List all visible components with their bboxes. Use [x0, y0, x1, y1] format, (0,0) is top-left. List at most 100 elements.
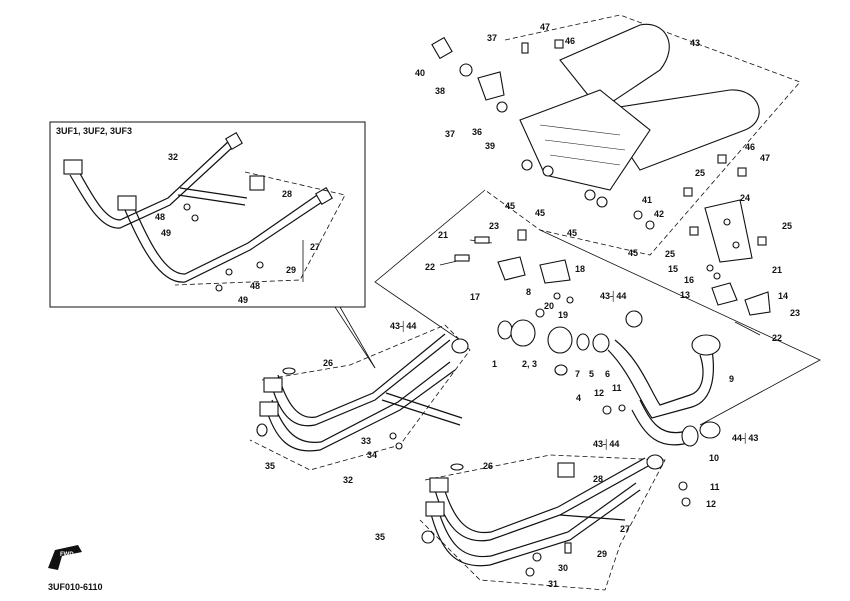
flange-lower-b: [425, 501, 445, 517]
callout-17: 17: [470, 292, 480, 302]
callout-14: 14: [778, 291, 788, 301]
bolt-29: [564, 542, 572, 554]
muffler-body: [519, 89, 651, 191]
bracket-14: [744, 291, 771, 316]
flange-lower-a: [429, 477, 449, 493]
callout-29: 29: [286, 265, 296, 275]
callout-49: 49: [161, 228, 171, 238]
callout-21: 21: [438, 230, 448, 240]
callout-22: 22: [772, 333, 782, 343]
callout-20: 20: [544, 301, 554, 311]
callout-11: 11: [612, 383, 622, 393]
callout-37: 37: [487, 33, 497, 43]
seal-6: [592, 333, 610, 353]
callout-29: 29: [597, 549, 607, 559]
callout-47: 47: [540, 22, 550, 32]
fwd-label: FWD: [60, 552, 74, 558]
callout-44-43: 44┤43: [732, 432, 758, 444]
bolt-23: [517, 229, 527, 241]
callout-46: 46: [745, 142, 755, 152]
connector-pipe: [602, 334, 721, 507]
gasket-1: [497, 320, 513, 340]
callout-9: 9: [729, 374, 734, 384]
flange-left-a: [263, 377, 283, 393]
pipe-end-10: [681, 425, 699, 447]
gasket-35: [256, 423, 268, 437]
drawing-code: 3UF010-6110: [48, 582, 103, 592]
clamp-7: [547, 326, 573, 354]
nut-38: [459, 63, 473, 77]
callout-4: 4: [576, 393, 581, 403]
bolt-40: [431, 36, 453, 60]
inset-flange-b: [117, 195, 137, 211]
callout-35: 35: [375, 532, 385, 542]
callout-41: 41: [642, 195, 652, 205]
callout-38: 38: [435, 86, 445, 96]
joint-parts: [439, 229, 643, 376]
gasket-44-left: [451, 338, 469, 354]
callout-19: 19: [558, 310, 568, 320]
bracket-13: [711, 282, 738, 306]
callout-12: 12: [706, 499, 716, 509]
muffler-assembly: [431, 14, 801, 256]
washer-46: [554, 39, 564, 49]
callout-31: 31: [548, 579, 558, 589]
callout-43-44: 43┤44: [390, 320, 416, 332]
callout-25: 25: [782, 221, 792, 231]
callout-28: 28: [593, 474, 603, 484]
gasket-44-right: [699, 421, 721, 439]
callout-35: 35: [265, 461, 275, 471]
fwd-arrow-icon: FWD: [48, 545, 82, 570]
callout-32: 32: [343, 475, 353, 485]
left-exhaust-assembly: [249, 324, 471, 471]
bracket-36: [477, 71, 505, 101]
callout-37: 37: [445, 129, 455, 139]
callout-36: 36: [472, 127, 482, 137]
callout-39: 39: [485, 141, 495, 151]
callout-43-44: 43┤44: [593, 438, 619, 450]
callout-12: 12: [594, 388, 604, 398]
callout-15: 15: [668, 264, 678, 274]
lower-exhaust-assembly: [419, 454, 666, 591]
pipe-end-9: [691, 334, 721, 356]
callout-46: 46: [565, 36, 575, 46]
bolt-47: [521, 42, 529, 54]
bracket-17: [497, 256, 526, 281]
callout-25: 25: [695, 168, 705, 178]
callout-48: 48: [155, 212, 165, 222]
gasket-44: [625, 310, 643, 328]
callout-25: 25: [665, 249, 675, 259]
callout-28: 28: [282, 189, 292, 199]
nut-4: [554, 364, 568, 376]
callout-26: 26: [323, 358, 333, 368]
callout-13: 13: [680, 290, 690, 300]
callout-27: 27: [620, 524, 630, 534]
gasket-35: [421, 530, 435, 544]
callout-1: 1: [492, 359, 497, 369]
joint-2-3: [510, 319, 536, 347]
callout-45: 45: [628, 248, 638, 258]
callout-23: 23: [489, 221, 499, 231]
callout-34: 34: [367, 450, 377, 460]
callout-24: 24: [740, 193, 750, 203]
callout-6: 6: [605, 369, 610, 379]
gasket-28: [557, 462, 575, 478]
callout-10: 10: [709, 453, 719, 463]
washer-39: [496, 101, 508, 113]
gasket-26: [282, 367, 296, 375]
callout-16: 16: [684, 275, 694, 285]
callout-33: 33: [361, 436, 371, 446]
inset-panel: 3UF1, 3UF2, 3UF3 32 28 48 49: [49, 121, 376, 369]
callout-22: 22: [425, 262, 435, 272]
bracket-24: [704, 199, 753, 263]
callout-30: 30: [558, 563, 568, 573]
gasket-5: [576, 333, 590, 351]
bolt-47: [737, 167, 747, 177]
bracket-18: [539, 259, 571, 284]
callout-32: 32: [168, 152, 178, 162]
callout-47: 47: [760, 153, 770, 163]
callout-21: 21: [772, 265, 782, 275]
inset-flange-a: [63, 159, 83, 175]
callout-8: 8: [526, 287, 531, 297]
